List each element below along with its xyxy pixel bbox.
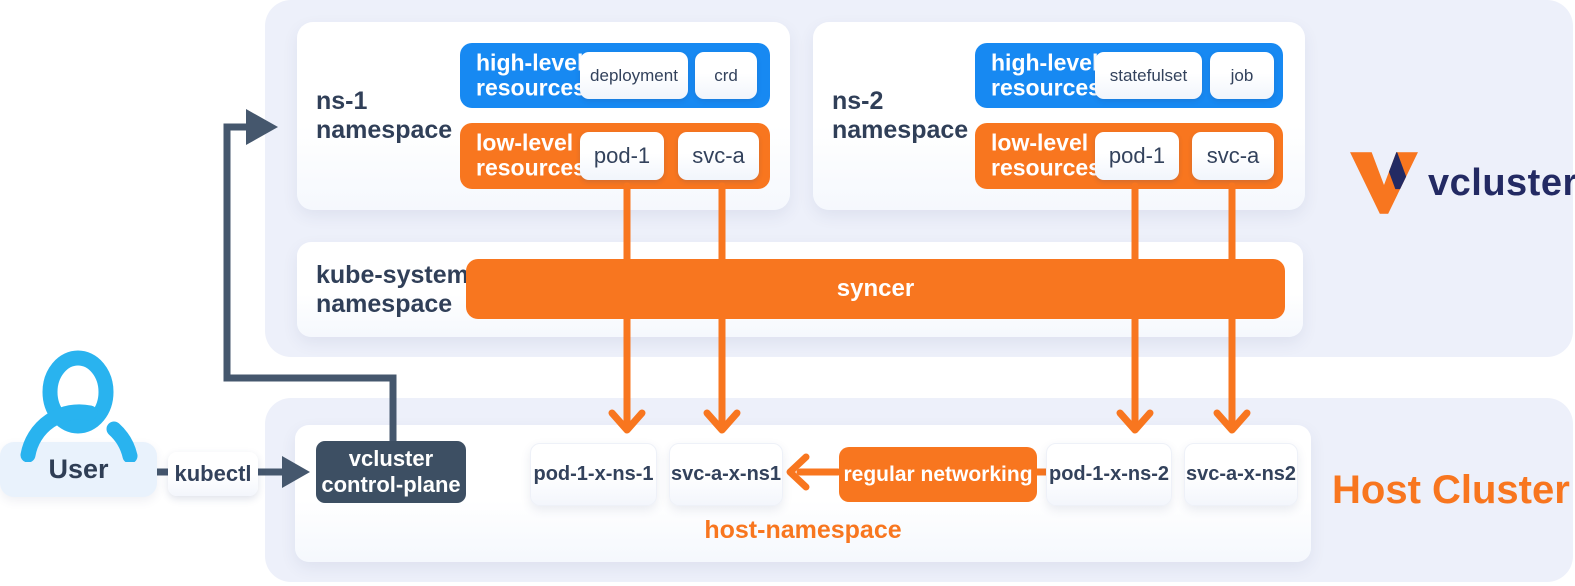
high-level-label: high-level resources <box>476 49 586 101</box>
vcluster-logo: vcluster <box>1350 152 1575 214</box>
chip-svc-a: svc-a <box>1192 132 1274 180</box>
high-level-label: high-level resources <box>991 49 1101 101</box>
chip-svc-a: svc-a <box>678 132 759 180</box>
ns2-low-level-box: low-level resources pod-1 svc-a <box>975 123 1283 189</box>
ns1-low-level-box: low-level resources pod-1 svc-a <box>460 123 770 189</box>
vcluster-logo-icon <box>1350 152 1418 214</box>
chip-crd: crd <box>695 52 757 99</box>
ns1-label: ns-1 namespace <box>316 87 453 144</box>
chip-job: job <box>1210 52 1274 99</box>
chip-pod-1: pod-1 <box>580 132 664 180</box>
host-cluster-title: Host Cluster <box>1332 468 1570 512</box>
ns2-namespace-card: ns-2 namespace high-level resources stat… <box>813 22 1305 210</box>
user-icon <box>20 350 138 462</box>
regular-networking-box: regular networking <box>839 447 1037 502</box>
ns1-high-level-box: high-level resources deployment crd <box>460 43 770 108</box>
host-resource-svc-a-x-ns1: svc-a-x-ns1 <box>669 443 783 506</box>
low-level-label: low-level resources <box>476 129 586 181</box>
kube-system-label: kube-system namespace <box>316 260 469 318</box>
chip-statefulset: statefulset <box>1095 52 1202 99</box>
ns1-namespace-card: ns-1 namespace high-level resources depl… <box>297 22 790 210</box>
kube-system-card: kube-system namespace syncer <box>297 242 1303 337</box>
host-resource-pod-1-x-ns-1: pod-1-x-ns-1 <box>530 443 657 506</box>
low-level-label: low-level resources <box>991 129 1101 181</box>
vcluster-logo-text: vcluster <box>1428 161 1575 204</box>
ns2-high-level-box: high-level resources statefulset job <box>975 43 1283 108</box>
ns2-label: ns-2 namespace <box>832 87 969 144</box>
chip-pod-1: pod-1 <box>1095 132 1179 180</box>
vcluster-control-plane-box: vcluster control-plane <box>316 441 466 503</box>
host-resource-pod-1-x-ns-2: pod-1-x-ns-2 <box>1046 443 1172 506</box>
host-resource-svc-a-x-ns2: svc-a-x-ns2 <box>1184 443 1298 506</box>
kubectl-box: kubectl <box>168 452 258 496</box>
chip-deployment: deployment <box>580 52 688 99</box>
host-namespace-label: host-namespace <box>704 516 902 544</box>
syncer-bar: syncer <box>466 259 1285 319</box>
